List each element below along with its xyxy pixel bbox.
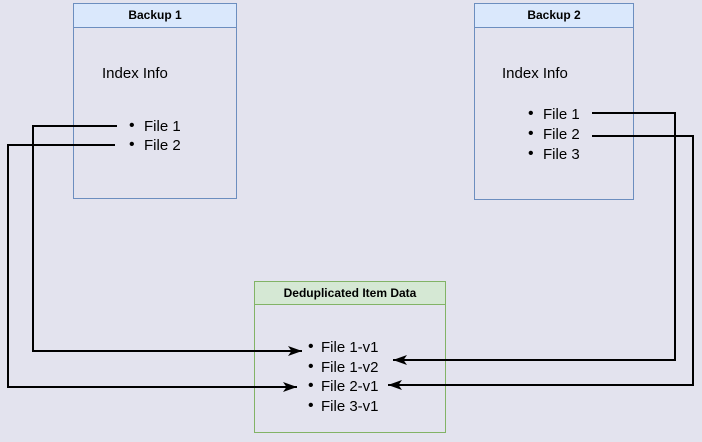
list-item: File 2 [528, 124, 580, 145]
list-item: File 1 [528, 104, 580, 125]
backup1-file-list: File 1 File 2 [129, 116, 181, 155]
list-item: File 1-v2 [308, 357, 379, 378]
dedup-file-list: File 1-v1 File 1-v2 File 2-v1 File 3-v1 [308, 337, 379, 417]
backup1-title: Backup 1 [128, 8, 182, 22]
dedup-header: Deduplicated Item Data [255, 282, 445, 305]
backup2-header: Backup 2 [475, 4, 633, 28]
list-item: File 2-v1 [308, 376, 379, 397]
backup1-box: Backup 1 Index Info File 1 File 2 [73, 3, 237, 199]
list-item: File 1-v1 [308, 337, 379, 358]
dedup-title: Deduplicated Item Data [283, 286, 417, 300]
backup2-file-list: File 1 File 2 File 3 [528, 104, 580, 165]
backup2-title: Backup 2 [527, 8, 581, 22]
list-item: File 3-v1 [308, 396, 379, 417]
backup2-subtitle: Index Info [502, 65, 568, 82]
list-item: File 2 [129, 135, 181, 155]
backup1-subtitle: Index Info [102, 65, 168, 82]
list-item: File 1 [129, 116, 181, 136]
backup2-box: Backup 2 Index Info File 1 File 2 File 3 [474, 3, 634, 200]
backup1-header: Backup 1 [74, 4, 236, 28]
dedup-box: Deduplicated Item Data File 1-v1 File 1-… [254, 281, 446, 433]
list-item: File 3 [528, 144, 580, 165]
